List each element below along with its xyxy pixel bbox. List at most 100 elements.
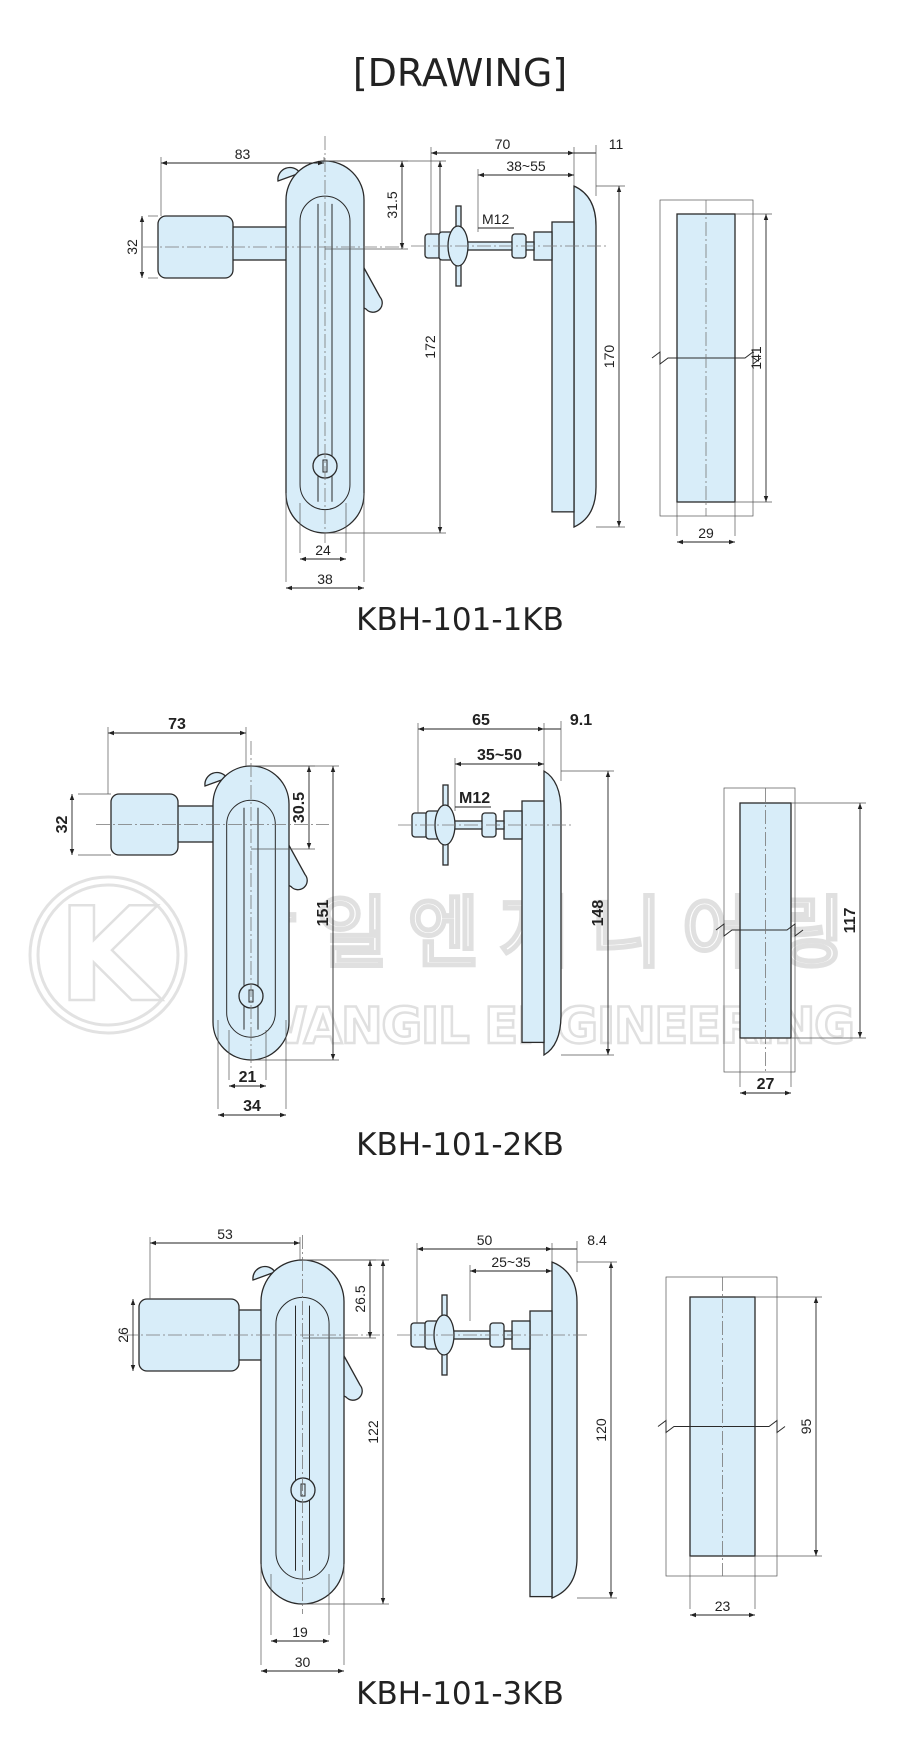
dimension-label: 65 xyxy=(472,712,490,729)
dimension-label: 50 xyxy=(477,1232,493,1248)
dimension-arrow xyxy=(418,726,424,732)
dimension-label: 38~55 xyxy=(506,158,546,174)
dimension-arrow xyxy=(813,1550,819,1556)
dimension-arrow xyxy=(358,585,364,591)
break-line xyxy=(715,923,804,937)
dimension-label: 38 xyxy=(317,571,333,587)
dimension-arrow xyxy=(69,849,75,855)
watermark: K 광일엔지니어링 KWANGIL ENGINEERING xyxy=(28,875,856,1056)
dimension-arrow xyxy=(740,1090,746,1096)
dimension-arrow xyxy=(380,1598,386,1604)
dimension-arrow xyxy=(338,1668,344,1674)
dimension-arrow xyxy=(306,843,312,849)
dimension-label: 172 xyxy=(422,335,438,359)
dimension-arrow xyxy=(108,730,114,736)
dimension-arrow xyxy=(150,1240,156,1246)
dimension-label: 73 xyxy=(168,716,186,733)
dimension-arrow xyxy=(857,803,863,809)
dimension-arrow xyxy=(568,172,574,178)
dimension-label: 31.5 xyxy=(384,191,400,218)
dimension-label: 95 xyxy=(798,1419,814,1435)
dimension-arrow xyxy=(437,527,443,533)
front-view: 83 32 31.5 172 24 38 xyxy=(124,136,446,591)
dimension-label: 32 xyxy=(54,816,71,834)
mounting-plate xyxy=(551,1261,578,1599)
dimension-label: 83 xyxy=(235,146,251,162)
dimension-arrow xyxy=(218,1112,224,1118)
dimension-arrow xyxy=(367,1332,373,1338)
thread-label: M12 xyxy=(482,211,509,227)
model-label: KBH-101-1KB xyxy=(356,602,564,638)
dimension-arrow xyxy=(69,794,75,800)
dimension-label: 25~35 xyxy=(491,1254,531,1270)
dimension-arrow xyxy=(323,1638,329,1644)
dimension-arrow xyxy=(261,1668,267,1674)
break-line xyxy=(657,1419,786,1434)
model-label: KBH-101-2KB xyxy=(356,1127,564,1163)
latch-body xyxy=(551,221,575,513)
dimension-label: 26 xyxy=(115,1327,131,1343)
dimension-arrow xyxy=(437,161,443,167)
keyhole-icon xyxy=(290,1477,316,1503)
dimension-label: 120 xyxy=(593,1418,609,1442)
dimension-arrow xyxy=(538,761,544,767)
latch-body xyxy=(521,800,545,1044)
mounting-plate xyxy=(543,769,562,1057)
thread-label: M12 xyxy=(459,790,490,807)
dimension-arrow xyxy=(677,539,683,545)
dimension-label: 122 xyxy=(365,1420,381,1444)
dimension-label: 35~50 xyxy=(477,747,522,764)
dimension-label: 117 xyxy=(842,907,859,933)
dimension-label: 148 xyxy=(590,900,607,927)
dimension-arrow xyxy=(608,1592,614,1598)
dimension-arrow xyxy=(538,726,544,732)
dimension-arrow xyxy=(605,771,611,777)
page-title: [DRAWING] xyxy=(353,51,567,95)
dimension-arrow xyxy=(546,1246,552,1252)
dimension-label: 32 xyxy=(124,239,140,255)
dimension-label: 8.4 xyxy=(587,1232,607,1248)
dimension-label: 19 xyxy=(292,1624,308,1640)
dimension-arrow xyxy=(568,150,574,156)
dimension-arrow xyxy=(399,161,405,167)
dimension-arrow xyxy=(340,556,346,562)
dimension-label: 30 xyxy=(295,1654,311,1670)
dimension-label: 9.1 xyxy=(570,712,592,729)
dimension-label: 53 xyxy=(217,1226,233,1242)
dimension-arrow xyxy=(785,1090,791,1096)
watermark-logo: K xyxy=(58,879,163,1031)
dimension-arrow xyxy=(294,1240,300,1246)
dimension-arrow xyxy=(306,766,312,772)
key-slot xyxy=(300,1483,306,1497)
dimension-arrow xyxy=(763,214,769,220)
dimension-arrow xyxy=(318,160,324,166)
dimension-arrow xyxy=(546,1268,552,1274)
dimension-arrow xyxy=(605,1049,611,1055)
dimension-label: 21 xyxy=(239,1069,257,1086)
dimension-arrow xyxy=(616,186,622,192)
dimension-arrow xyxy=(300,556,306,562)
dimension-arrow xyxy=(330,766,336,772)
dimension-arrow xyxy=(608,1262,614,1268)
dimension-arrow xyxy=(280,1112,286,1118)
handle-slot xyxy=(299,195,351,511)
dimension-label: 24 xyxy=(315,542,331,558)
dimension-label: 141 xyxy=(748,346,764,370)
dimension-arrow xyxy=(470,1268,476,1274)
dimension-arrow xyxy=(161,160,167,166)
side-view: 50 25~35 8.4 120 xyxy=(397,1232,617,1599)
dimension-arrow xyxy=(399,243,405,249)
break-line xyxy=(651,351,762,365)
dimension-arrow xyxy=(139,272,145,278)
dimension-label: 170 xyxy=(601,345,617,369)
dimension-label: 23 xyxy=(715,1598,731,1614)
dimension-arrow xyxy=(763,496,769,502)
